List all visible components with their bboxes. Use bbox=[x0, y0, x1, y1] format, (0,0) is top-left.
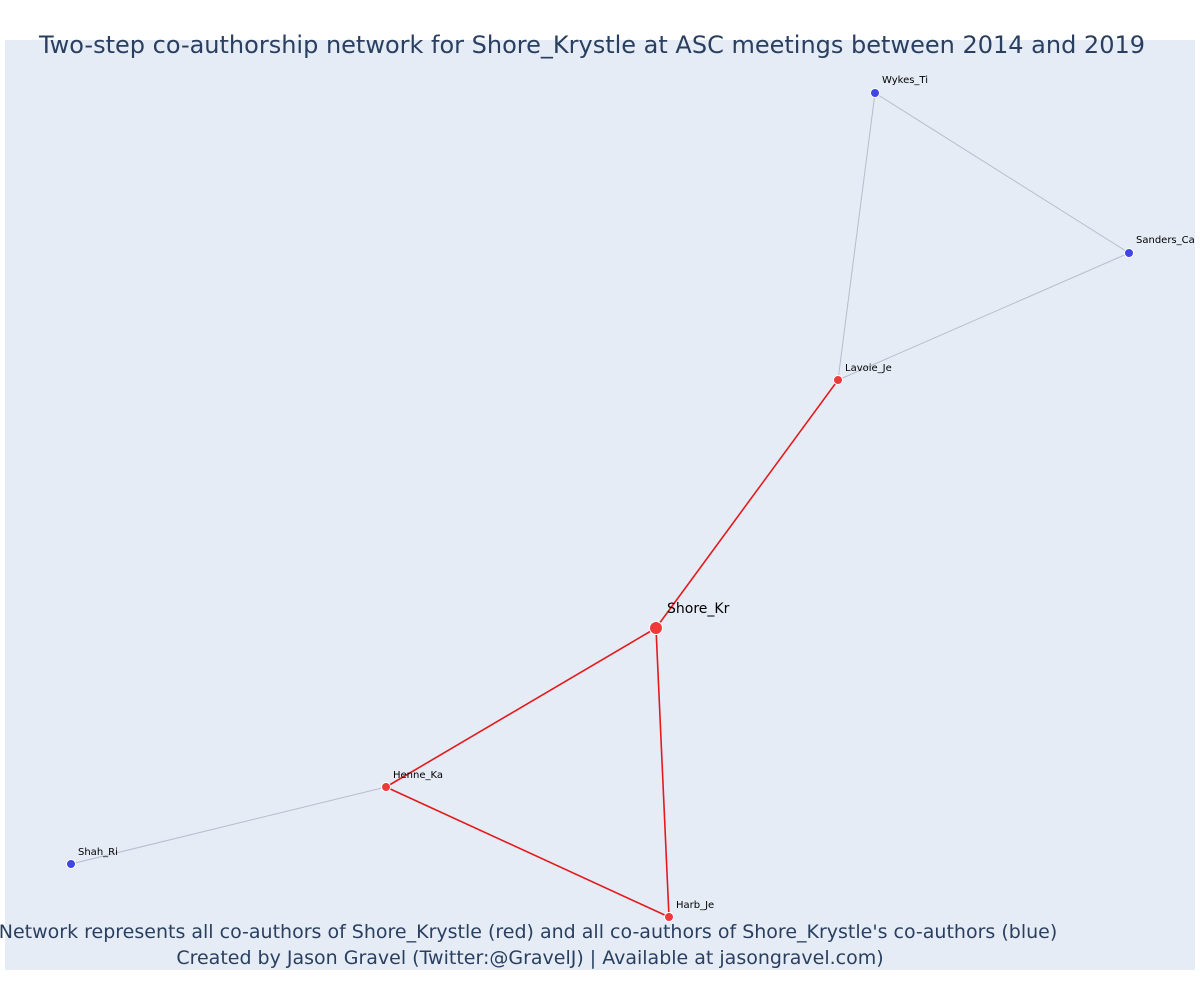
node-Shore_Kr[interactable] bbox=[649, 621, 663, 635]
node-Henne_Ka[interactable] bbox=[381, 782, 391, 792]
edge-Shore_Kr-Lavoie_Je bbox=[655, 379, 839, 629]
node-label-Sanders_Ca: Sanders_Ca bbox=[1136, 235, 1195, 246]
node-label-Harb_Je: Harb_Je bbox=[676, 900, 714, 911]
caption-line-1: Network represents all co-authors of Sho… bbox=[0, 921, 1057, 943]
edge-Lavoie_Je-Sanders_Ca bbox=[837, 252, 1130, 381]
node-label-Lavoie_Je: Lavoie_Je bbox=[845, 363, 892, 374]
edge-Wykes_Ti-Sanders_Ca bbox=[874, 92, 1130, 254]
node-Harb_Je[interactable] bbox=[664, 912, 674, 922]
node-label-Henne_Ka: Henne_Ka bbox=[393, 770, 443, 781]
edge-Shore_Kr-Henne_Ka bbox=[385, 627, 657, 788]
edge-Lavoie_Je-Wykes_Ti bbox=[837, 92, 876, 381]
node-label-Shore_Kr: Shore_Kr bbox=[667, 601, 730, 617]
chart-title: Two-step co-authorship network for Shore… bbox=[38, 31, 1145, 59]
caption-line-2: Created by Jason Gravel (Twitter:@Gravel… bbox=[176, 947, 883, 969]
node-Sanders_Ca[interactable] bbox=[1124, 248, 1134, 258]
edge-Henne_Ka-Shah_Ri bbox=[70, 786, 387, 865]
node-Lavoie_Je[interactable] bbox=[833, 375, 843, 385]
node-layer bbox=[66, 88, 1134, 922]
node-Wykes_Ti[interactable] bbox=[870, 88, 880, 98]
plot-background bbox=[5, 40, 1195, 970]
node-Shah_Ri[interactable] bbox=[66, 859, 76, 869]
edge-Henne_Ka-Harb_Je bbox=[385, 786, 670, 918]
node-label-Shah_Ri: Shah_Ri bbox=[78, 847, 118, 858]
node-label-Wykes_Ti: Wykes_Ti bbox=[882, 75, 928, 86]
edge-Shore_Kr-Harb_Je bbox=[655, 627, 670, 918]
edge-layer bbox=[70, 92, 1130, 918]
